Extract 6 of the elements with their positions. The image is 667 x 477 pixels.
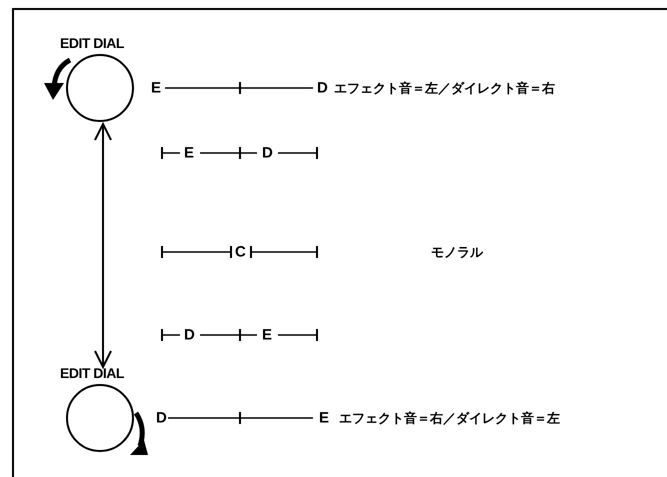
double-arrow [94,123,112,368]
note-text: モノラル [430,244,484,260]
note-text: エフェクト音＝右／ダイレクト音＝左 [338,410,561,426]
note-text: エフェクト音＝左／ダイレクト音＝右 [333,80,556,96]
dial-label: EDIT DIAL [60,35,124,51]
dial-label: EDIT DIAL [60,365,124,381]
